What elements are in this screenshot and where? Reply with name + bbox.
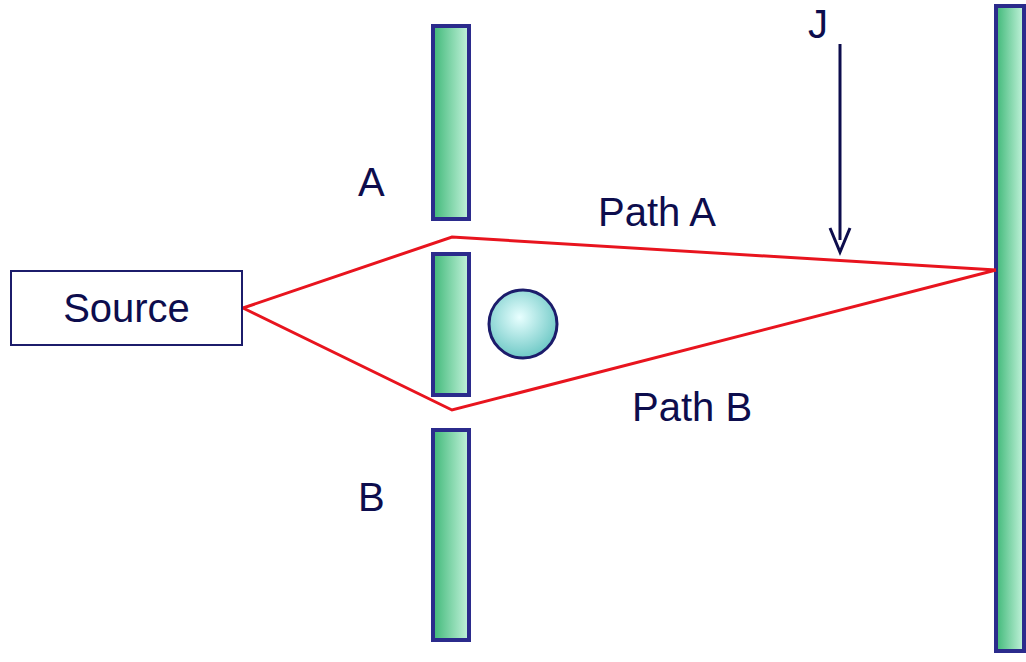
barrier-segment bbox=[433, 254, 469, 395]
diagram-label: A bbox=[358, 160, 385, 204]
detection-screen bbox=[996, 6, 1024, 651]
path-line bbox=[243, 270, 996, 410]
diagram-label: Path A bbox=[598, 190, 716, 234]
source-box: Source bbox=[10, 270, 243, 346]
barrier-segment bbox=[433, 430, 469, 640]
node-text: Source bbox=[63, 286, 190, 330]
path-line bbox=[243, 237, 996, 308]
diagram-label: B bbox=[358, 475, 385, 519]
barrier-segment bbox=[433, 26, 469, 219]
particle bbox=[489, 290, 557, 358]
diagram-label: Path B bbox=[632, 385, 752, 429]
pointer-arrow bbox=[839, 44, 842, 240]
diagram-label: J bbox=[808, 2, 828, 46]
pointer-arrowhead bbox=[830, 228, 850, 252]
